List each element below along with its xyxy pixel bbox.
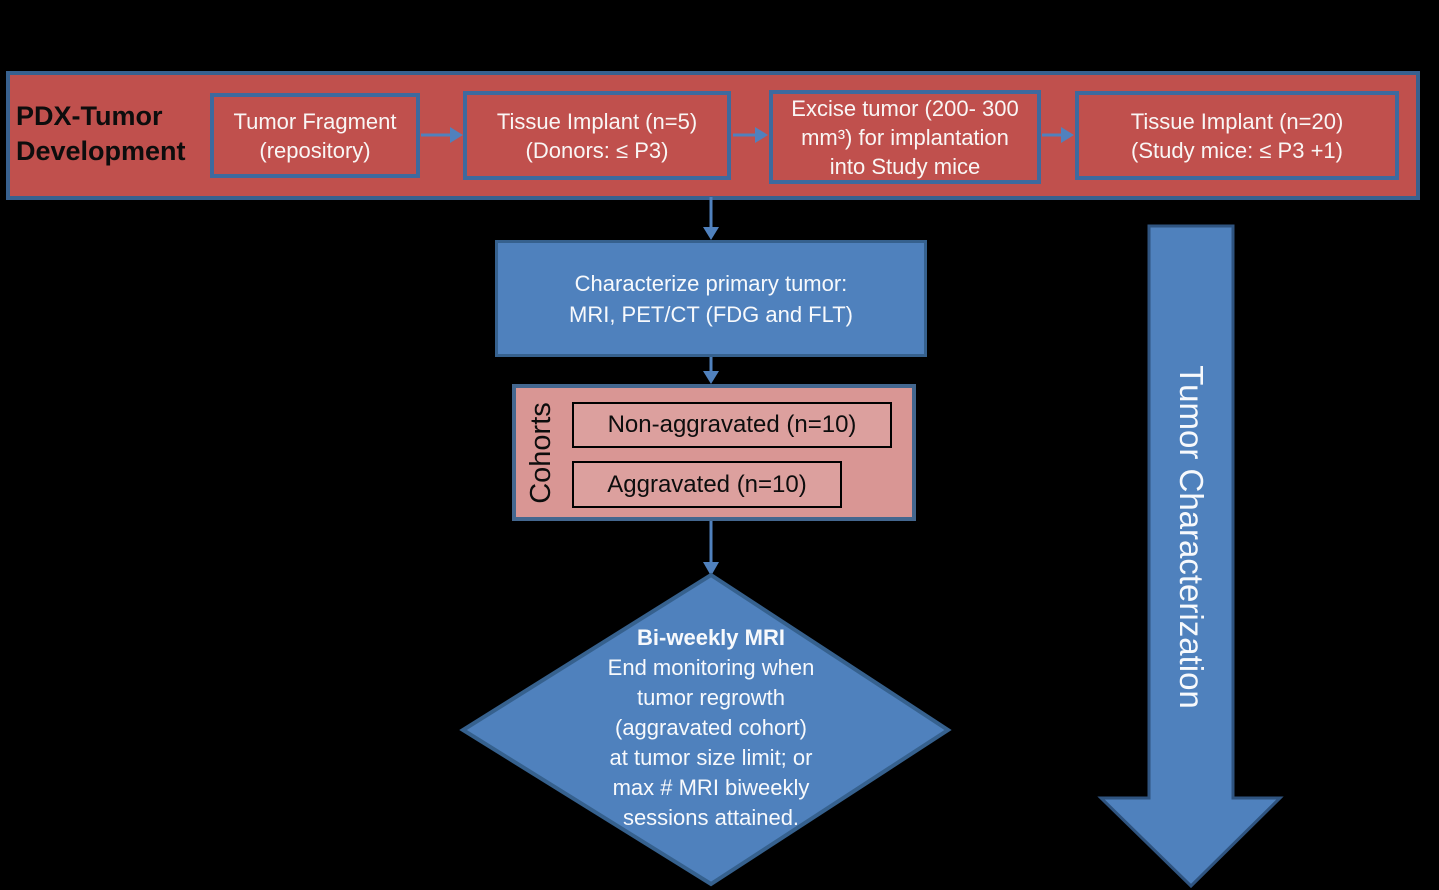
step-text-line: (repository) [259,137,371,163]
banner-title-line1: PDX-Tumor [16,101,163,131]
step-tissue-implant-donors: Tissue Implant (n=5) (Donors: ≤ P3) [463,91,731,180]
step-tissue-implant-study: Tissue Implant (n=20) (Study mice: ≤ P3 … [1075,91,1399,180]
arrow-banner-to-characterize [703,197,719,240]
step-text-line: (Study mice: ≤ P3 +1) [1131,137,1343,163]
cohort-label: Non-aggravated (n=10) [607,411,857,438]
decision-text-line: max # MRI biweekly [612,775,810,800]
step-characterize-primary-tumor: Characterize primary tumor: MRI, PET/CT … [495,240,927,357]
step-text-line: Tissue Implant (n=5) [496,108,698,134]
step-text-line: Tumor Fragment [233,108,397,134]
cohort-label: Aggravated (n=10) [607,470,807,498]
decision-diamond-text: Bi-weekly MRI End monitoring when tumor … [531,623,891,833]
cohort-aggravated: Aggravated (n=10) [572,461,842,508]
arrow-cohorts-to-decision [703,521,719,576]
arrow-characterize-to-cohorts [703,357,719,384]
decision-text-line: tumor regrowth [637,685,785,710]
cohort-non-aggravated: Non-aggravated (n=10) [572,402,892,448]
decision-title: Bi-weekly MRI [637,625,785,650]
decision-text-line: (aggravated cohort) [615,715,807,740]
step-text-line: mm³) for implantation [801,124,1009,150]
decision-text-line: at tumor size limit; or [609,745,813,770]
banner-title-line2: Development [16,136,186,166]
step-text-line: (Donors: ≤ P3) [525,137,669,163]
step-text-line: Tissue Implant (n=20) [1130,108,1344,134]
cohorts-rotated-label: Cohorts [525,402,557,504]
decision-text-line: End monitoring when [607,655,815,680]
step-text-line: into Study mice [829,153,981,179]
banner-title: PDX-Tumor Development [16,99,236,169]
decision-text-line: sessions attained. [622,805,800,830]
step-tumor-fragment: Tumor Fragment (repository) [210,93,420,178]
step-text-line: MRI, PET/CT (FDG and FLT) [569,301,853,327]
tumor-characterization-label: Tumor Characterization [1173,365,1210,709]
step-text-line: Excise tumor (200- 300 [791,95,1019,121]
step-text-line: Characterize primary tumor: [574,270,848,296]
step-excise-tumor: Excise tumor (200- 300 mm³) for implanta… [769,90,1041,184]
